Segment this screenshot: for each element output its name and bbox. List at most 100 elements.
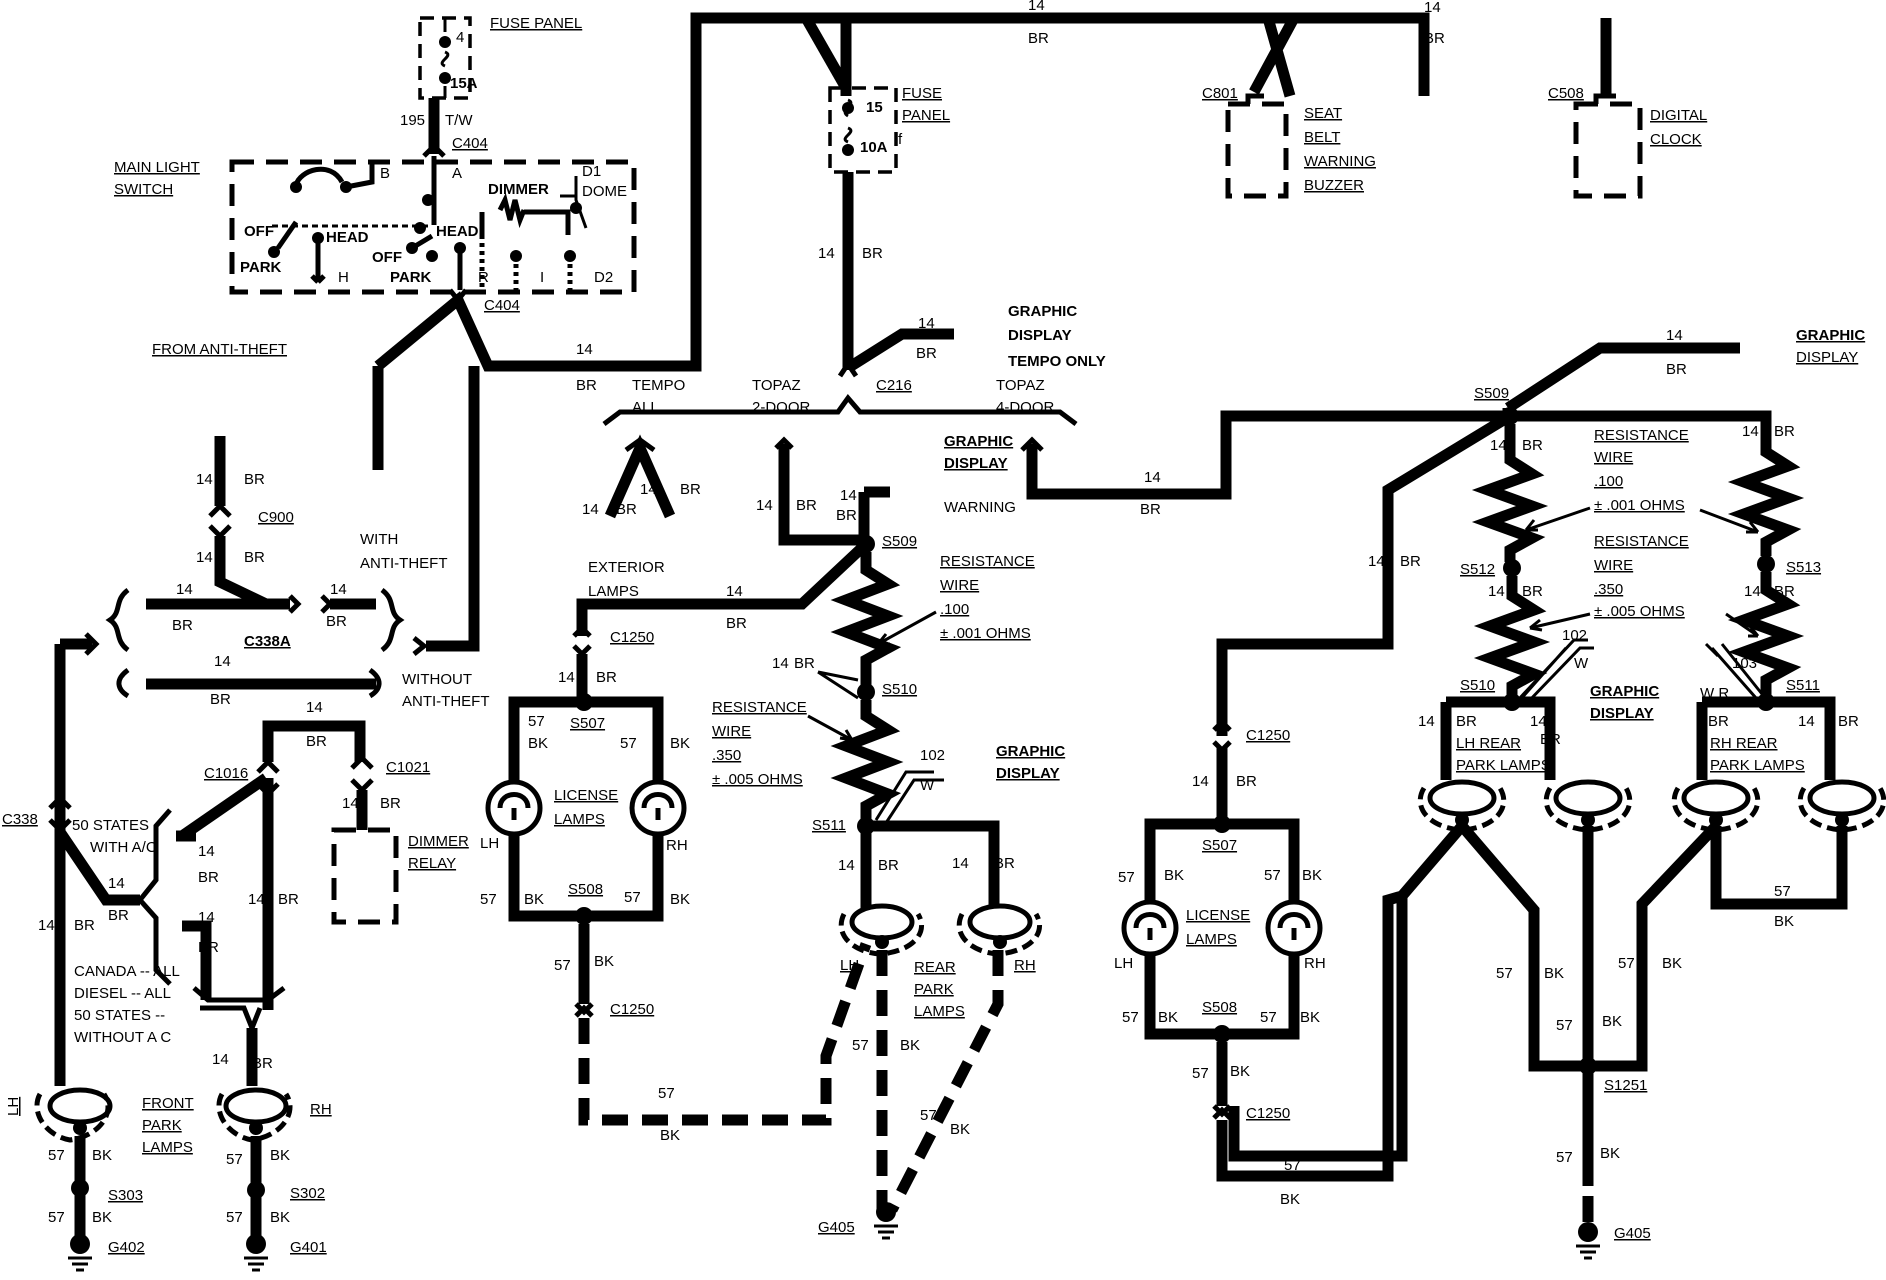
lbl-57: 57 bbox=[624, 889, 641, 906]
sw-off1: OFF bbox=[244, 223, 274, 240]
lbl-w-right: W bbox=[1574, 655, 1589, 672]
label-s509-left: S509 bbox=[882, 533, 917, 550]
lbl-14: 14 bbox=[196, 471, 213, 488]
lbl-14: 14 bbox=[1666, 327, 1683, 344]
lbl-w: W bbox=[920, 777, 935, 794]
lbl-br: BR bbox=[576, 377, 597, 394]
label-c404-bottom: C404 bbox=[484, 297, 520, 314]
lbl-br: BR bbox=[210, 691, 231, 708]
lbl-14: 14 bbox=[1744, 583, 1761, 600]
lbl-14: 14 bbox=[726, 583, 743, 600]
splice-s1251 bbox=[1579, 1057, 1597, 1075]
lbl-57: 57 bbox=[48, 1147, 65, 1164]
wire-c1021-loop bbox=[262, 720, 366, 762]
lbl-14: 14 bbox=[198, 843, 215, 860]
ground-g402 bbox=[68, 1234, 92, 1272]
wire-br-feed bbox=[372, 12, 846, 470]
connector-front-rh bbox=[200, 1005, 263, 1035]
label-s507-left: S507 bbox=[570, 715, 605, 732]
label-topaz-4: TOPAZ bbox=[996, 377, 1045, 394]
license-lamp-lh bbox=[485, 779, 543, 837]
splice-s510-left bbox=[857, 683, 875, 701]
arrow-res-4 bbox=[1699, 508, 1760, 534]
lbl-br: BR bbox=[278, 891, 299, 908]
res-tol-4: ± .005 OHMS bbox=[1594, 603, 1685, 620]
connector-without bbox=[412, 636, 429, 656]
label-s303: S303 bbox=[108, 1187, 143, 1204]
label-c1250-rb: C1250 bbox=[1246, 1105, 1290, 1122]
sw-park2: PARK bbox=[390, 269, 432, 286]
lbl-14: 14 bbox=[1798, 713, 1815, 730]
lbl-br: BR bbox=[172, 617, 193, 634]
canada-4: WITHOUT A C bbox=[74, 1029, 171, 1046]
bracket-right-c338a bbox=[368, 587, 405, 699]
license-r-2: LAMPS bbox=[1186, 931, 1237, 948]
label-tempo: TEMPO bbox=[632, 377, 685, 394]
label-195: 195 bbox=[400, 112, 425, 129]
lbl-bk: BK bbox=[594, 953, 614, 970]
label-s511-left: S511 bbox=[812, 817, 846, 834]
wire-s509-top bbox=[858, 486, 890, 542]
res-val-1: .100 bbox=[940, 601, 969, 618]
label-c338: C338 bbox=[2, 811, 38, 828]
arrow-res-3 bbox=[1524, 506, 1591, 532]
sw-h: H bbox=[338, 269, 349, 286]
connector-c404-top bbox=[422, 142, 446, 158]
seat-2: BELT bbox=[1304, 129, 1340, 146]
front-1: FRONT bbox=[142, 1095, 194, 1112]
res-tol-3: ± .001 OHMS bbox=[1594, 497, 1685, 514]
label-panel-mid: PANEL bbox=[902, 107, 950, 124]
label-display: DISPLAY bbox=[1008, 327, 1072, 344]
seat-1: SEAT bbox=[1304, 105, 1342, 122]
wire-front-lh bbox=[54, 638, 92, 1086]
wire-c1016-diag bbox=[178, 773, 270, 841]
lbl-14: 14 bbox=[582, 501, 599, 518]
lbl-bk: BK bbox=[1602, 1013, 1622, 1030]
label-graphic: GRAPHIC bbox=[1008, 303, 1077, 320]
lbl-br: BR bbox=[244, 549, 265, 566]
lbl-bk: BK bbox=[660, 1127, 680, 1144]
lbl-57: 57 bbox=[620, 735, 637, 752]
lbl-br: BR bbox=[74, 917, 95, 934]
label-s302: S302 bbox=[290, 1185, 325, 1202]
wire-license-right-return bbox=[1216, 890, 1404, 1182]
clock-2: CLOCK bbox=[1650, 131, 1702, 148]
fuse-10a: 10A bbox=[860, 139, 888, 156]
lbl-57: 57 bbox=[1556, 1017, 1573, 1034]
label-g405-right: G405 bbox=[1614, 1225, 1651, 1242]
arrow-res-5 bbox=[1529, 612, 1591, 632]
lbl-14: 14 bbox=[176, 581, 193, 598]
lbl-14: 14 bbox=[772, 655, 789, 672]
wire-topaz4 bbox=[1026, 408, 1514, 500]
front-park-lamp-rh: RH bbox=[216, 1087, 332, 1143]
lbl-14: 14 bbox=[756, 497, 773, 514]
lbl-14: 14 bbox=[214, 653, 231, 670]
lbl-14: 14 bbox=[306, 699, 323, 716]
lbl-br: BR bbox=[680, 481, 701, 498]
lbl-57: 57 bbox=[1556, 1149, 1573, 1166]
dimmer-relay-1: DIMMER bbox=[408, 833, 469, 850]
wire-s509-right-bus bbox=[1510, 410, 1772, 430]
fifty-2: WITH A/C bbox=[90, 839, 157, 856]
wire-c338-ac bbox=[55, 828, 140, 906]
lbl-14: 14 bbox=[1192, 773, 1209, 790]
lbl-bk: BK bbox=[900, 1037, 920, 1054]
lbl-br: BR bbox=[836, 507, 857, 524]
res-wire-2: WIRE bbox=[712, 723, 751, 740]
lbl-bk: BK bbox=[528, 735, 548, 752]
sw-d2: D2 bbox=[594, 269, 613, 286]
label-4door: 4-DOOR bbox=[996, 399, 1055, 416]
lbl-14: 14 bbox=[1418, 713, 1435, 730]
sw-park1: PARK bbox=[240, 259, 282, 276]
arrow-res-6 bbox=[1725, 612, 1760, 638]
lh-rear-left: LH bbox=[840, 957, 859, 974]
wire-dashed-license-ground bbox=[578, 942, 872, 1126]
wire-top-bus bbox=[846, 12, 1430, 96]
label-c1016: C1016 bbox=[204, 765, 248, 782]
lbl-br: BR bbox=[1028, 30, 1049, 47]
license-2: LAMPS bbox=[554, 811, 605, 828]
lbl-14: 14 bbox=[196, 549, 213, 566]
lbl-14: 14 bbox=[1368, 553, 1385, 570]
lbl-br: BR bbox=[252, 1055, 273, 1072]
lh-rear-right-1: LH REAR bbox=[1456, 735, 1521, 752]
